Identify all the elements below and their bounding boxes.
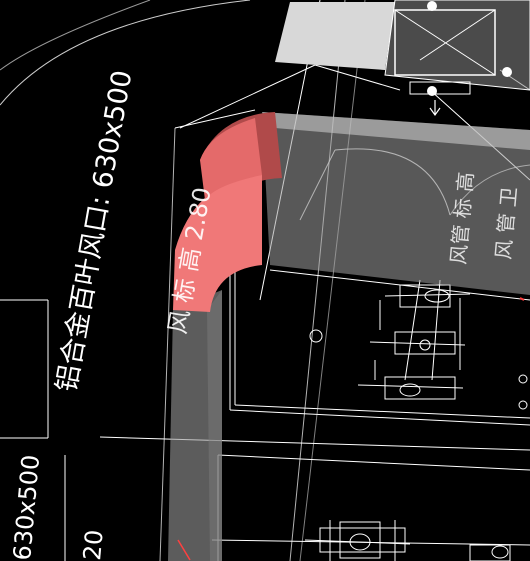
duct-3d-body[interactable] [168, 112, 530, 561]
red-marker-right [519, 297, 525, 301]
left-bottom-label[interactable]: 20 [78, 529, 109, 561]
louver-label[interactable]: 铝合金百叶风口: 630x500 [51, 68, 138, 394]
air-terminal-box[interactable] [275, 0, 530, 117]
equipment-symbol-upper[interactable] [357, 279, 471, 400]
duct-elbow-highlight[interactable] [173, 112, 282, 312]
red-marker-bottom [177, 539, 191, 561]
equipment-symbol-lower[interactable] [304, 520, 511, 561]
left-dimension-label[interactable]: 630x500 [8, 454, 45, 561]
